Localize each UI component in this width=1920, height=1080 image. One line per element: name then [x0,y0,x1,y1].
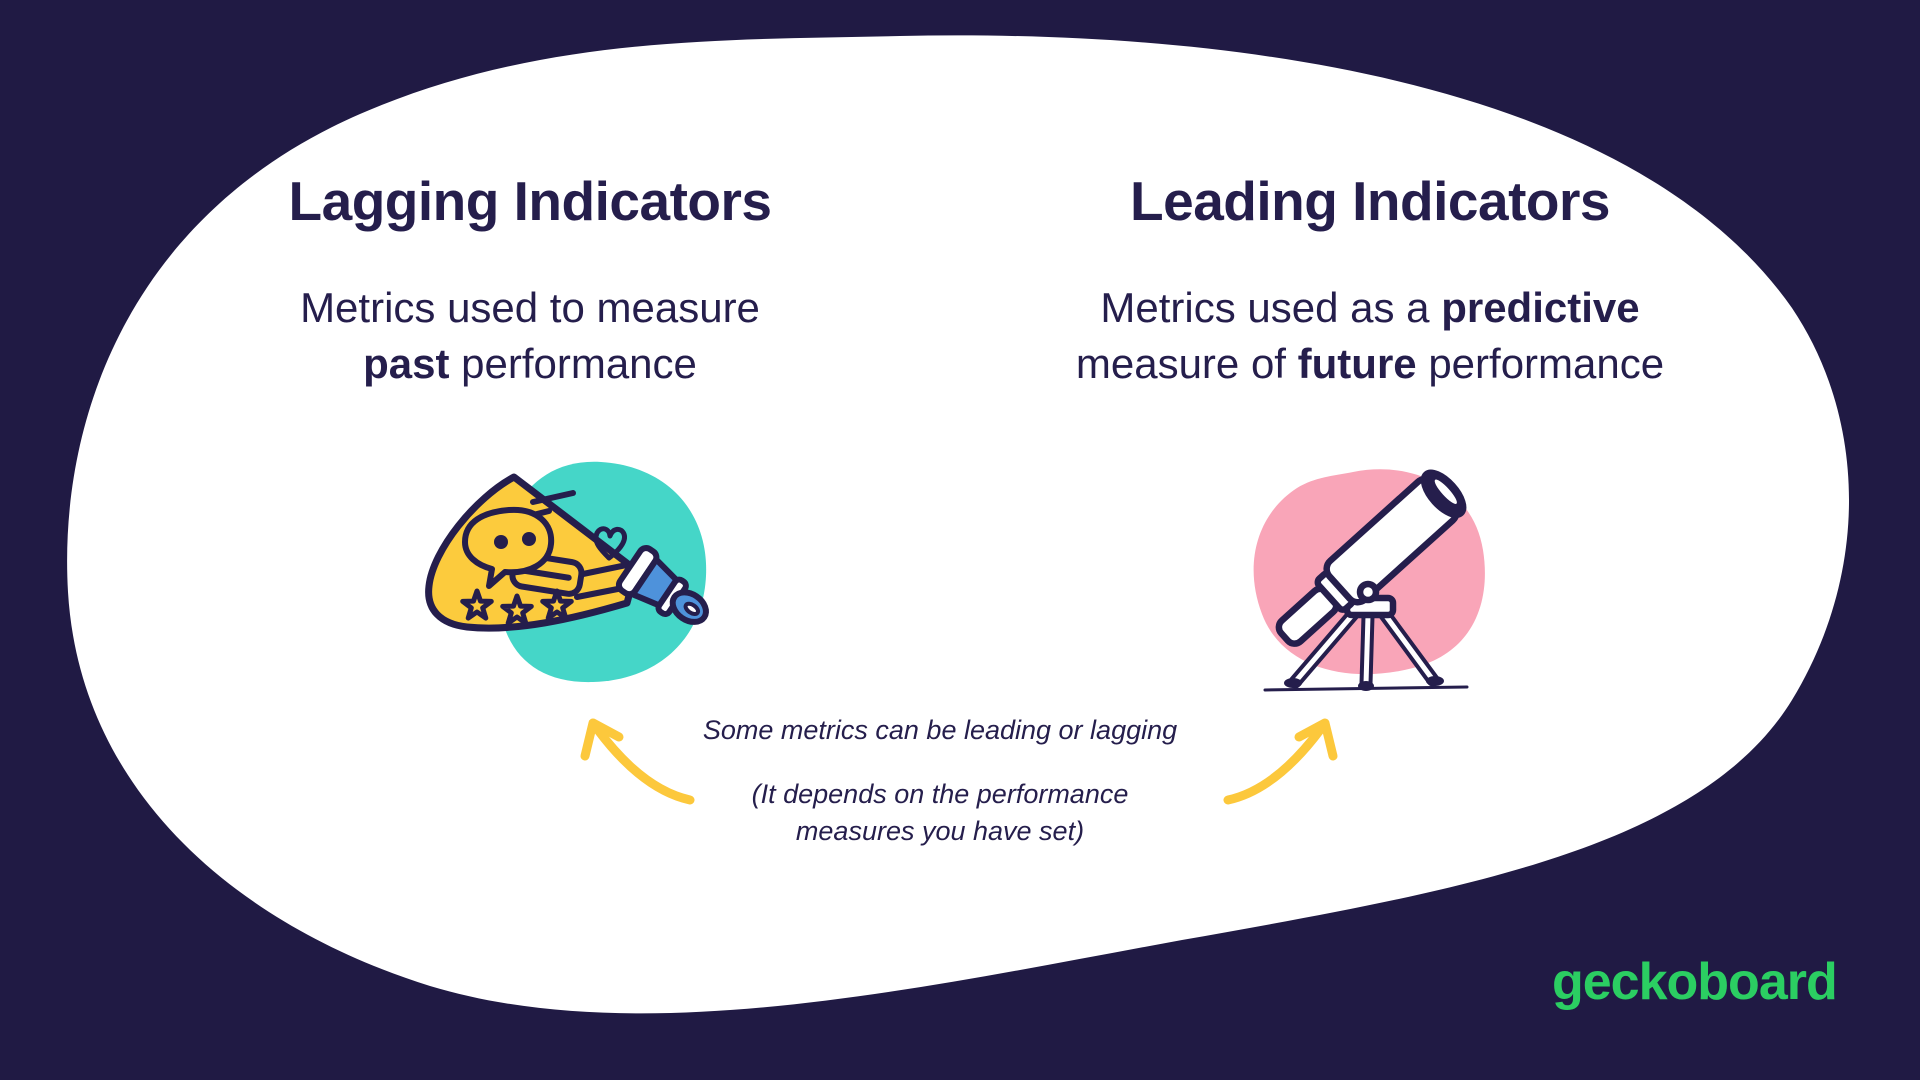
leading-subtitle-bold2: future [1297,340,1417,387]
lagging-subtitle: Metrics used to measure past performance [170,280,890,392]
leading-subtitle-line1: Metrics used as a [1100,284,1442,331]
lagging-subtitle-bold: past [363,340,450,387]
center-note-line3: measures you have set) [795,816,1085,846]
center-note-line2: (It depends on the performance [751,779,1129,809]
leading-subtitle-bold1: predictive [1441,284,1640,331]
party-megaphone-icon [425,461,709,683]
curved-arrow-left-icon [580,718,695,805]
leading-subtitle-line2: measure of [1075,340,1298,387]
geckoboard-logo: geckoboard [1552,953,1838,1011]
right-column: Leading Indicators Metrics used as a pre… [1010,168,1730,392]
lagging-subtitle-rest: performance [449,340,697,387]
center-note-line2-3: (It depends on the performance measures … [660,776,1220,850]
left-column: Lagging Indicators Metrics used to measu… [170,168,890,392]
leading-title: Leading Indicators [1130,170,1610,232]
leading-subtitle-line2-rest: performance [1416,340,1665,387]
leading-subtitle: Metrics used as a predictive measure of … [1010,280,1730,392]
center-note: Some metrics can be leading or lagging (… [660,710,1220,850]
telescope-icon [1253,469,1485,692]
lagging-title: Lagging Indicators [288,170,772,232]
lagging-subtitle-line1: Metrics used to measure [300,284,760,331]
curved-arrow-right-icon [1223,718,1338,805]
center-note-line1: Some metrics can be leading or lagging [702,715,1178,745]
